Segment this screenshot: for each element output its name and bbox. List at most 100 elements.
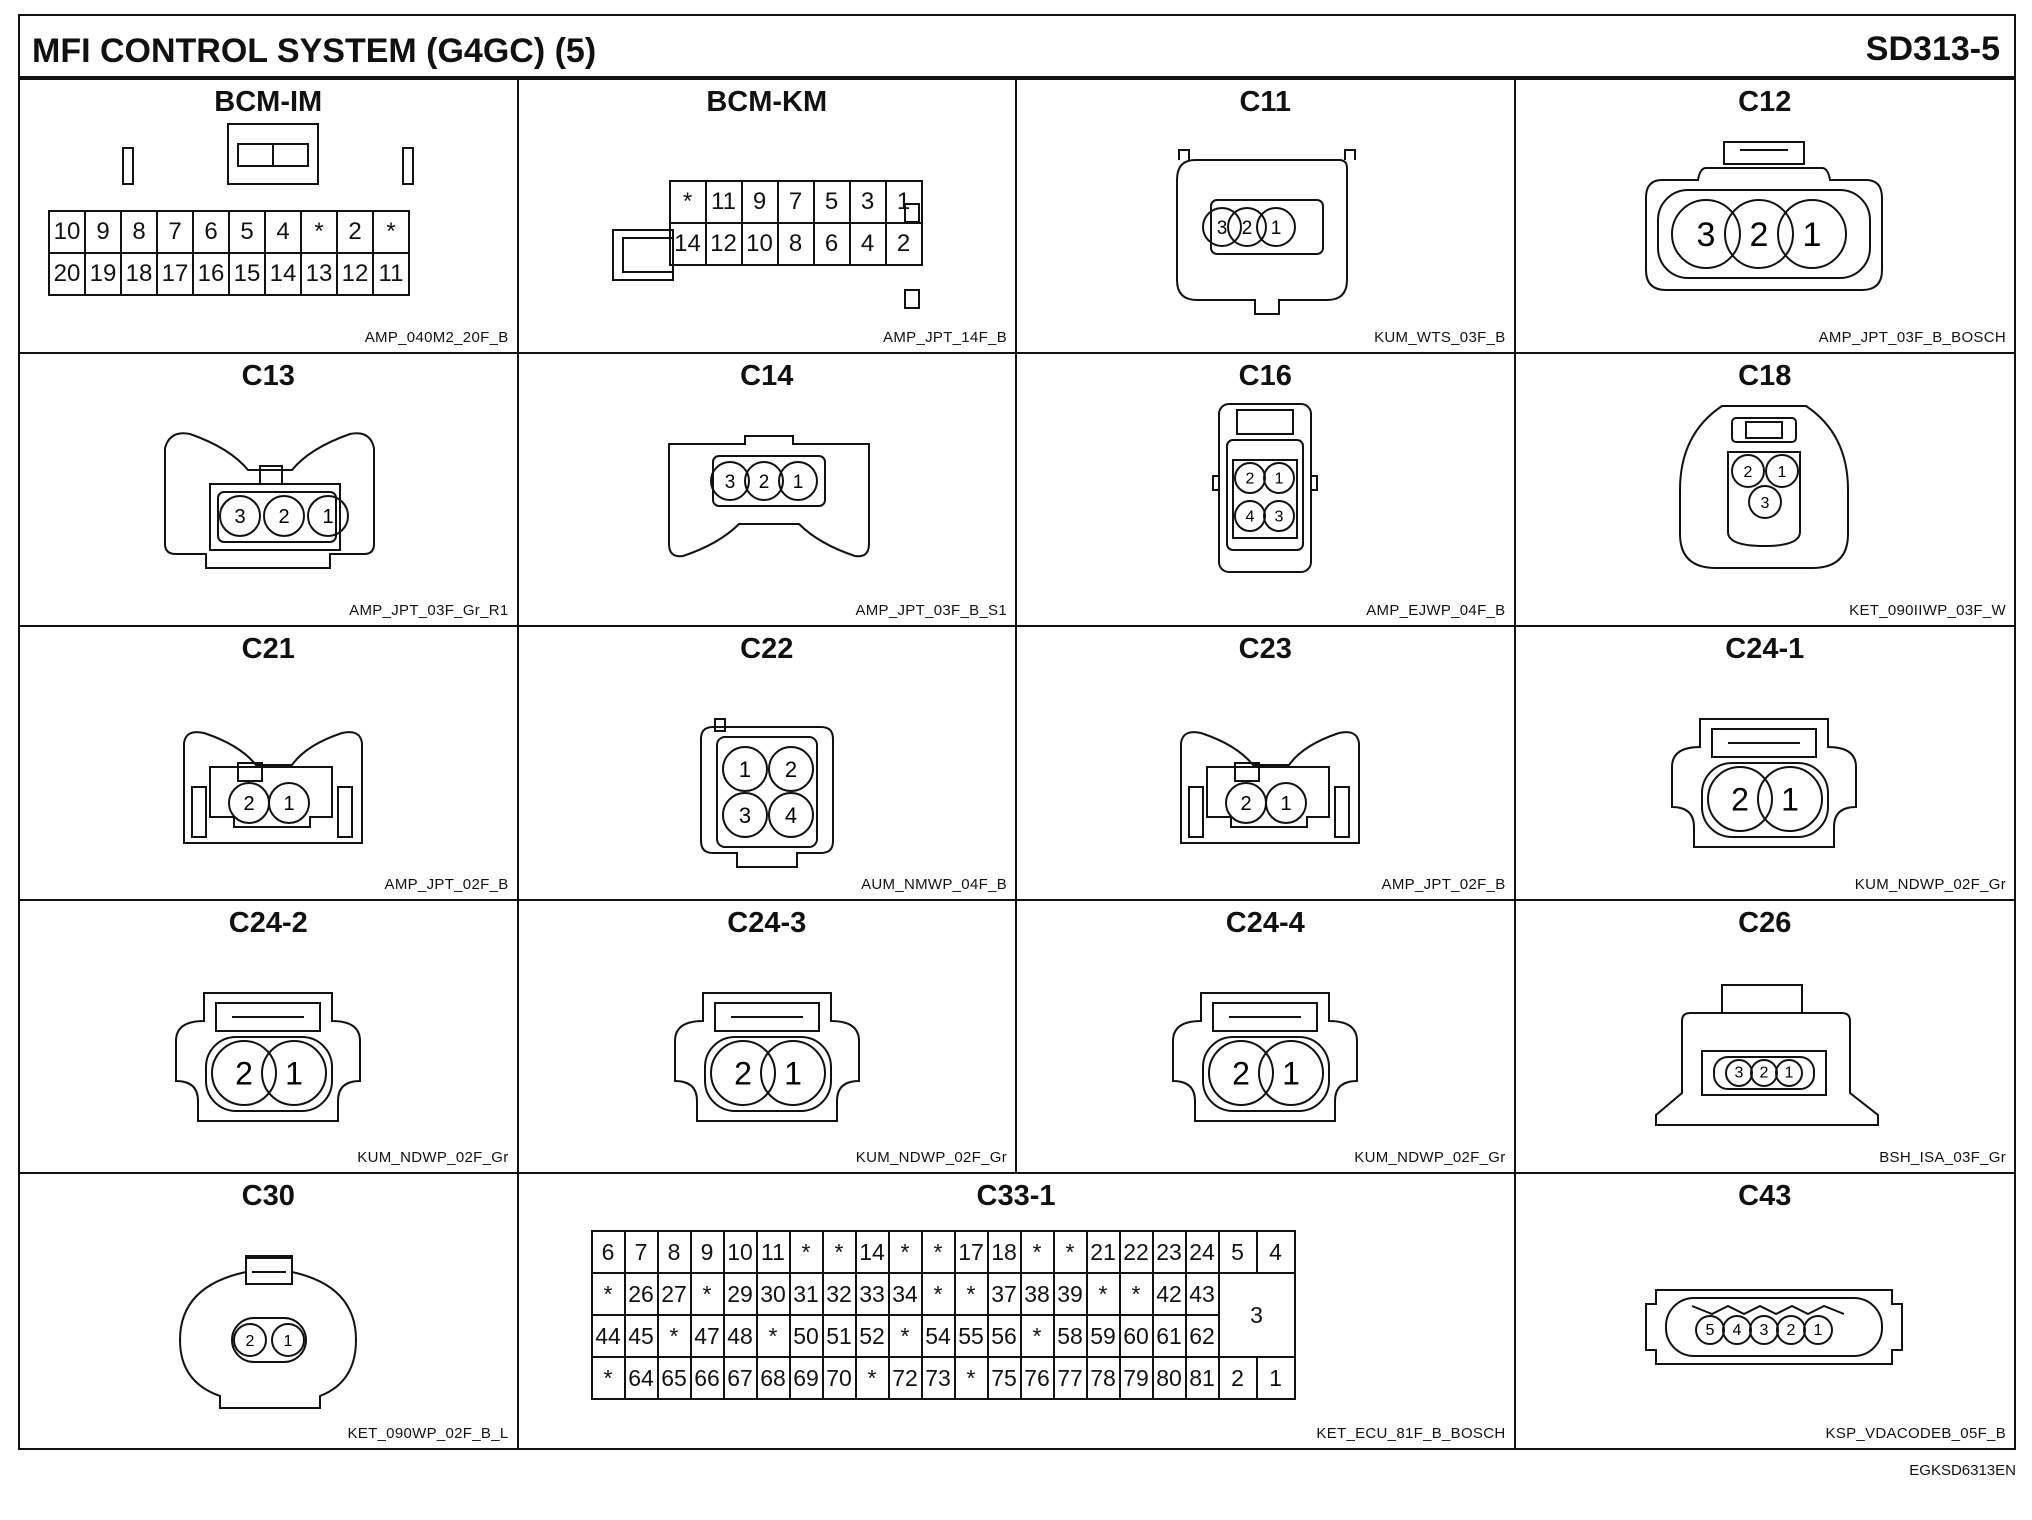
pin-cell: * [668, 180, 707, 224]
connector-name: C26 [1738, 906, 1792, 939]
pin-number: 1 [1275, 470, 1284, 487]
pin-cell: 10 [740, 222, 779, 266]
pin-cell: 10 [48, 210, 86, 254]
pin-cell: 61 [1151, 1314, 1187, 1359]
pin-circle [1256, 207, 1296, 247]
pin-cell: 7 [776, 180, 815, 224]
pin-circle [1723, 199, 1794, 269]
pin-cell: 18 [120, 252, 158, 296]
pin-number: 3 [724, 471, 735, 492]
pin-circle [1706, 766, 1773, 833]
pin-number: 2 [734, 1055, 752, 1091]
pin-number: 1 [322, 506, 333, 528]
pin-cell: 2 [336, 210, 374, 254]
pin-cell: 20 [48, 252, 86, 296]
pin-cell: 77 [1052, 1356, 1088, 1401]
pin-circle [1747, 484, 1782, 519]
pin-cell: 38 [1019, 1272, 1055, 1317]
pin-cell: 6 [812, 222, 851, 266]
pin-number: 2 [1246, 470, 1255, 487]
part-number: AMP_JPT_03F_B_S1 [855, 602, 1007, 620]
connector-name: C30 [241, 1180, 295, 1213]
pin-cell: 76 [1019, 1356, 1055, 1401]
part-number: KUM_NDWP_02F_Gr [1354, 1149, 1506, 1167]
pin-number: 2 [246, 1333, 255, 1350]
pin-cell: 66 [689, 1356, 725, 1401]
pin-cell: 5 [228, 210, 266, 254]
pin-circle [1764, 453, 1799, 488]
part-number: AMP_EJWP_04F_B [1366, 602, 1506, 620]
connector-name: C12 [1738, 86, 1792, 118]
pin-cell: * [821, 1230, 857, 1275]
pin-circle [709, 460, 750, 501]
pin-cell: 51 [821, 1314, 857, 1359]
pin-number: 2 [1743, 463, 1752, 480]
pin-cell: 17 [156, 252, 194, 296]
pin-cell: 8 [656, 1230, 692, 1275]
pin-circle [263, 494, 305, 537]
pin-cell: 9 [84, 210, 122, 254]
part-number: KUM_NDWP_02F_Gr [357, 1149, 509, 1167]
pin-number: 2 [758, 471, 769, 492]
part-number: AMP_JPT_14F_B [883, 328, 1007, 346]
pin-cell: 1 [1255, 1356, 1296, 1401]
pin-circle [1258, 1039, 1324, 1106]
pin-number: 2 [235, 1055, 253, 1091]
pin-cell: 45 [623, 1314, 659, 1359]
pin-cell: 14 [668, 222, 707, 266]
pin-number: 1 [283, 793, 294, 815]
pin-cell: 33 [854, 1272, 890, 1317]
connector-name: BCM-KM [706, 86, 828, 118]
pin-cell: 81 [1184, 1356, 1220, 1401]
pin-cell: * [1118, 1272, 1154, 1317]
connector-name: C24-2 [228, 906, 308, 939]
pin-number: 1 [1280, 793, 1291, 815]
pin-cell: 11 [704, 180, 743, 224]
pin-circle [709, 1039, 776, 1106]
part-number: AMP_JPT_03F_B_BOSCH [1818, 328, 2006, 346]
part-number: BSH_ISA_03F_Gr [1879, 1149, 2006, 1167]
part-number: KET_ECU_81F_B_BOSCH [1316, 1425, 1506, 1442]
pin-cell: * [1085, 1272, 1121, 1317]
pin-number: 2 [784, 757, 796, 782]
pin-cell: 3 [1217, 1272, 1296, 1359]
pin-cell: * [656, 1314, 692, 1359]
pin-number: 4 [1732, 1322, 1741, 1339]
pin-number: 1 [1802, 216, 1821, 254]
part-number: KET_090WP_02F_B_L [347, 1425, 509, 1442]
pin-cell: 23 [1151, 1230, 1187, 1275]
pin-cell: 26 [623, 1272, 659, 1317]
part-number: KSP_VDACODEB_05F_B [1825, 1425, 2006, 1442]
pin-cell: 17 [953, 1230, 989, 1275]
pin-cell: * [887, 1230, 923, 1275]
pin-cell: 78 [1085, 1356, 1121, 1401]
pin-number: 2 [278, 506, 289, 528]
part-number: KUM_NDWP_02F_Gr [1854, 875, 2006, 893]
pin-number: 5 [1705, 1322, 1714, 1339]
pin-cell: 75 [986, 1356, 1022, 1401]
pin-number: 3 [1734, 1064, 1743, 1081]
pin-cell: * [920, 1230, 956, 1275]
pin-cell: 11 [372, 252, 410, 296]
pin-cell: 32 [821, 1272, 857, 1317]
pin-cell: 8 [776, 222, 815, 266]
pin-number: 2 [1240, 793, 1251, 815]
